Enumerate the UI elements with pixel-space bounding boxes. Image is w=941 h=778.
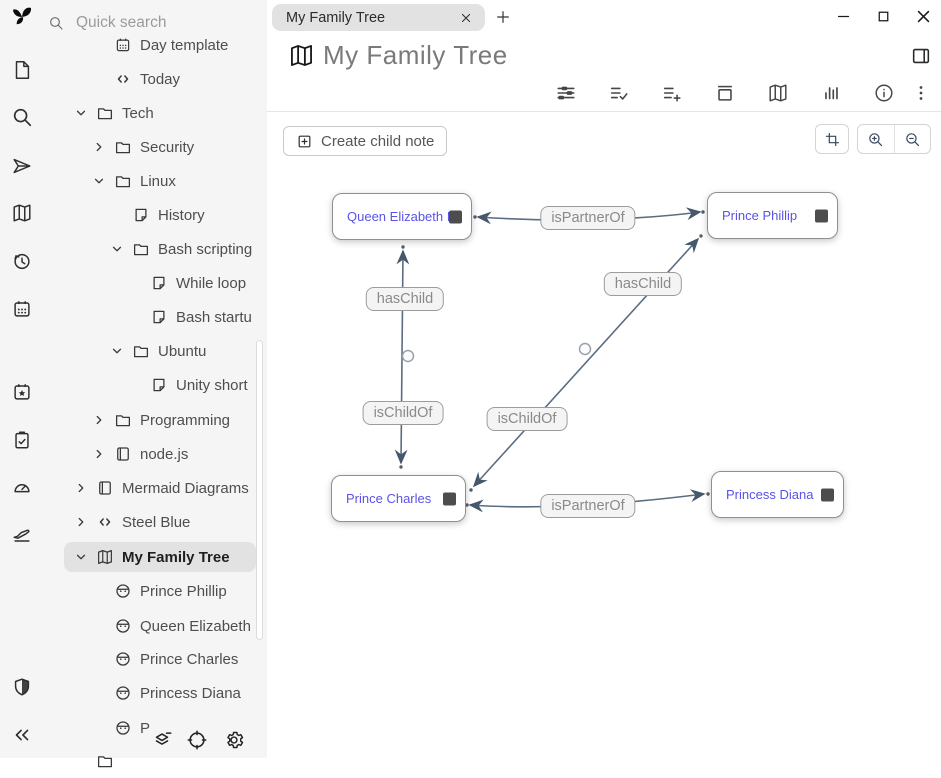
- tree-item-linux[interactable]: Linux: [0, 164, 267, 198]
- chevron-down-icon[interactable]: [110, 344, 124, 358]
- note-icon: [150, 376, 168, 394]
- book-icon: [114, 445, 132, 463]
- zoom-button-group: [857, 124, 931, 154]
- tree-item-day-template[interactable]: Day template: [0, 28, 267, 62]
- reset-pan-zoom-button[interactable]: [815, 124, 849, 154]
- edge-label-haschild-left: hasChild: [365, 287, 445, 311]
- edge-label-ispartnerof-bottom: isPartnerOf: [540, 494, 636, 518]
- tree-item-princess-diana[interactable]: Princess Diana: [0, 676, 267, 710]
- tree-item-prince-charles[interactable]: Prince Charles: [0, 642, 267, 676]
- note-title-row: My Family Tree: [267, 38, 941, 76]
- map-node-prince-charles[interactable]: Prince Charles: [331, 475, 466, 522]
- map-node-prince-phillip[interactable]: Prince Phillip: [707, 192, 838, 239]
- edge-label-ispartnerof-top: isPartnerOf: [540, 206, 636, 230]
- note-icon: [150, 308, 168, 326]
- node-endpoint-handle[interactable]: [443, 492, 456, 505]
- chevron-right-icon[interactable]: [74, 481, 88, 495]
- chevron-right-icon[interactable]: [92, 140, 106, 154]
- chevron-right-icon[interactable]: [92, 447, 106, 461]
- left-pane: Quick search Day template Today Tech Sec…: [0, 0, 267, 758]
- tree-item-bash-startup[interactable]: Bash startu: [0, 300, 267, 334]
- code-icon: [96, 513, 114, 531]
- chevron-down-icon[interactable]: [110, 242, 124, 256]
- tab-my-family-tree[interactable]: My Family Tree: [272, 4, 485, 31]
- chevron-right-icon[interactable]: [92, 413, 106, 427]
- tree-scrollbar[interactable]: [256, 340, 263, 640]
- node-endpoint-handle[interactable]: [815, 209, 828, 222]
- tree-item-ubuntu[interactable]: Ubuntu: [0, 334, 267, 368]
- map-icon: [96, 548, 114, 566]
- folder-icon: [114, 411, 132, 429]
- tab-title: My Family Tree: [286, 9, 386, 26]
- person-icon: [114, 684, 132, 702]
- folder-icon: [132, 342, 150, 360]
- person-icon: [114, 582, 132, 600]
- create-child-note-label: Create child note: [321, 132, 435, 150]
- code-icon: [114, 70, 132, 88]
- tree-item-bash-scripting[interactable]: Bash scripting: [0, 232, 267, 266]
- node-label: Prince Charles: [346, 491, 432, 506]
- settings-gear-icon[interactable]: [223, 729, 245, 751]
- tree-item-my-family-tree[interactable]: My Family Tree: [64, 542, 256, 572]
- tree-item-security[interactable]: Security: [0, 130, 267, 164]
- edge-label-haschild-right: hasChild: [603, 272, 683, 296]
- note-tree: Day template Today Tech Security Linux H…: [0, 0, 267, 758]
- scroll-to-active-icon[interactable]: [186, 729, 208, 751]
- note-icon: [150, 274, 168, 292]
- node-label: Princess Diana: [726, 487, 814, 502]
- map-action-bar: Create child note: [267, 112, 941, 160]
- create-child-note-button[interactable]: Create child note: [283, 126, 448, 156]
- folder-icon: [96, 104, 114, 122]
- node-endpoint-handle[interactable]: [821, 488, 834, 501]
- quick-search[interactable]: Quick search: [48, 10, 248, 36]
- zoom-out-button[interactable]: [893, 125, 931, 153]
- tree-item-prince-phillip[interactable]: Prince Phillip: [0, 574, 267, 608]
- tree-item-steel-blue[interactable]: Steel Blue: [0, 505, 267, 539]
- tree-item-while-loop[interactable]: While loop: [0, 266, 267, 300]
- tree-item-programming[interactable]: Programming: [0, 403, 267, 437]
- chevron-right-icon[interactable]: [74, 515, 88, 529]
- relation-edges: [394, 207, 710, 513]
- tree-item-tech[interactable]: Tech: [0, 96, 267, 130]
- tree-item-mermaid-diagrams[interactable]: Mermaid Diagrams: [0, 471, 267, 505]
- tree-item-unity-shortcuts[interactable]: Unity short: [0, 368, 267, 402]
- node-endpoint-handle[interactable]: [449, 210, 462, 223]
- ribbon-toolbar: [267, 76, 941, 112]
- collapse-tree-icon[interactable]: [151, 729, 173, 751]
- folder-icon: [114, 138, 132, 156]
- edge-label-ischildof-left: isChildOf: [362, 401, 444, 425]
- tree-item-nodejs[interactable]: node.js: [0, 437, 267, 471]
- chevron-down-icon[interactable]: [74, 550, 88, 564]
- chevron-down-icon[interactable]: [74, 106, 88, 120]
- tree-item-history[interactable]: History: [0, 198, 267, 232]
- quick-search-placeholder: Quick search: [76, 14, 167, 31]
- node-label: Prince Phillip: [722, 208, 798, 223]
- book-icon: [96, 479, 114, 497]
- person-icon: [114, 719, 132, 737]
- relation-map-canvas[interactable]: Queen Elizabeth II Prince Phillip Prince…: [267, 160, 941, 758]
- edge-label-ischildof-mid: isChildOf: [486, 407, 568, 431]
- tree-item-queen-elizabeth[interactable]: Queen Elizabeth: [0, 609, 267, 643]
- node-label: Queen Elizabeth II: [347, 209, 454, 224]
- folder-icon: [96, 752, 114, 770]
- calendar-icon: [114, 36, 132, 54]
- note-icon: [132, 206, 150, 224]
- tree-item-partial[interactable]: P: [0, 711, 267, 745]
- chevron-down-icon[interactable]: [92, 174, 106, 188]
- person-icon: [114, 650, 132, 668]
- person-icon: [114, 617, 132, 635]
- folder-icon: [114, 172, 132, 190]
- main-area: My Family Tree My Family Tree: [267, 0, 941, 758]
- map-node-queen-elizabeth[interactable]: Queen Elizabeth II: [332, 193, 472, 240]
- tree-item-today[interactable]: Today: [0, 62, 267, 96]
- folder-icon: [132, 240, 150, 258]
- page-title: My Family Tree: [323, 40, 508, 70]
- map-node-princess-diana[interactable]: Princess Diana: [711, 471, 844, 518]
